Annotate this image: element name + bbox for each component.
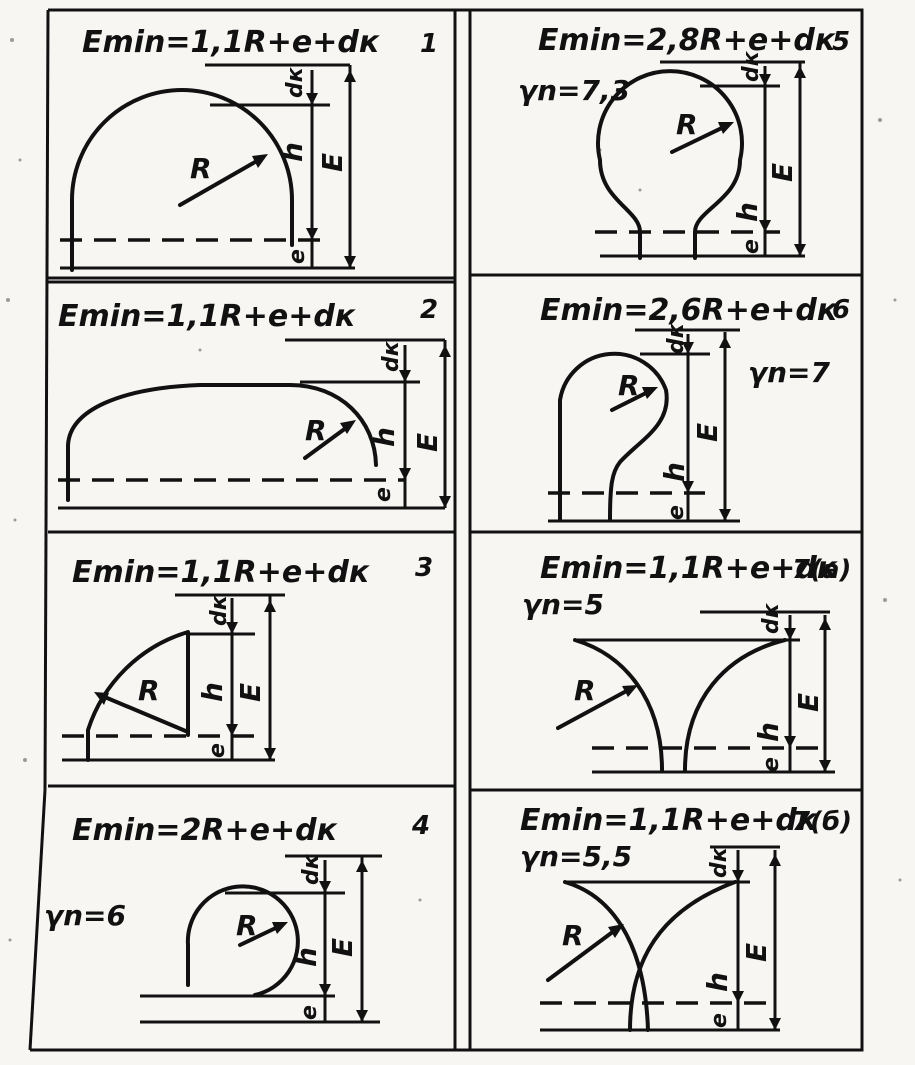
panel-5-E-label: E (766, 163, 799, 182)
panel-7a-gamma: γn=5 (522, 588, 604, 621)
panel-5-dk-label: dк (739, 50, 764, 82)
panel-6-E-label: E (691, 423, 724, 442)
panel-7a: Emin=1,1R+e+dк 7(а) γn=5 R h E dк e (522, 551, 851, 774)
panel-4-gamma: γn=6 (44, 899, 126, 932)
panel-4-formula: Emin=2R+e+dк (72, 813, 338, 848)
scan-noise (6, 38, 902, 942)
panel-6: Emin=2,6R+e+dк 6 γn=7 R h E dк e (540, 293, 850, 523)
panel-6-e-label: e (664, 505, 689, 520)
panel-7a-E-label: E (792, 693, 825, 712)
panel-1-radius-label: R (190, 152, 212, 185)
panel-3-dk-label: dк (207, 594, 232, 626)
panel-7b-radius-label: R (562, 919, 584, 952)
panel-7b-e-label: e (707, 1013, 732, 1028)
panel-7b-number: 7(б) (792, 807, 852, 837)
panel-1-E-label: E (316, 153, 349, 172)
panel-6-dk-label: dк (664, 322, 689, 354)
panel-4-e-label: e (297, 1005, 322, 1020)
panel-7a-e-label: e (759, 757, 784, 772)
panel-6-gamma: γn=7 (748, 356, 830, 389)
panel-7a-dk-label: dк (759, 602, 784, 634)
panel-2-dk-label: dк (379, 340, 404, 372)
panel-3-radius-label: R (138, 674, 160, 707)
panel-6-formula: Emin=2,6R+e+dк (540, 293, 838, 328)
panel-4-E-label: E (326, 938, 359, 957)
panel-7b-formula: Emin=1,1R+e+dк (520, 803, 818, 838)
panel-1: Emin=1,1R+e+dк 1 R h E dк e (60, 25, 438, 272)
panel-1-h-label: h (276, 142, 309, 162)
panel-6-radius-label: R (618, 369, 640, 402)
panel-3-h-label: h (196, 682, 229, 702)
panel-7a-number: 7(а) (792, 555, 851, 585)
panel-6-h-label: h (658, 462, 691, 482)
panel-3-formula: Emin=1,1R+e+dк (72, 555, 370, 590)
panel-2-number: 2 (420, 295, 438, 325)
panel-3-e-label: e (205, 743, 230, 758)
panel-7a-radius-label: R (574, 674, 596, 707)
panel-5-formula: Emin=2,8R+e+dк (538, 23, 836, 58)
panel-2: Emin=1,1R+e+dк 2 R h E dк e (58, 295, 451, 510)
panel-3-number: 3 (415, 553, 433, 583)
panel-2-h-label: h (368, 427, 401, 447)
panel-7b: Emin=1,1R+e+dк 7(б) γn=5,5 R h E dк e (520, 803, 852, 1032)
panel-3-E-label: E (234, 683, 267, 702)
panel-4-dk-label: dк (299, 853, 324, 885)
panel-5-number: 5 (832, 27, 850, 57)
panel-4-h-label: h (290, 947, 323, 967)
panel-7b-gamma: γn=5,5 (520, 840, 632, 873)
panel-4-number: 4 (411, 811, 430, 841)
panel-2-E-label: E (411, 433, 444, 452)
panel-1-formula: Emin=1,1R+e+dк (82, 25, 380, 60)
panel-2-e-label: e (371, 487, 396, 502)
panel-6-number: 6 (832, 295, 850, 325)
panel-5-e-label: e (739, 239, 764, 254)
panel-3: Emin=1,1R+e+dк 3 R h E dк e (62, 553, 433, 762)
panel-2-radius-label: R (305, 414, 327, 447)
panel-5-h-label: h (731, 202, 764, 222)
panel-7b-E-label: E (740, 943, 773, 962)
panel-7a-formula: Emin=1,1R+e+dк (540, 551, 838, 586)
panel-4-radius-label: R (236, 909, 258, 942)
panel-7b-h-label: h (701, 972, 734, 992)
panel-5-radius-label: R (676, 108, 698, 141)
panel-7b-dk-label: dк (707, 846, 732, 878)
panel-2-formula: Emin=1,1R+e+dк (58, 299, 356, 334)
panel-1-dk-label: dк (283, 66, 308, 98)
panel-1-number: 1 (420, 29, 438, 59)
panel-1-e-label: e (285, 249, 310, 264)
panel-7a-h-label: h (752, 722, 785, 742)
panel-4: Emin=2R+e+dк 4 γn=6 R h E dк e (44, 811, 430, 1024)
panel-5: Emin=2,8R+e+dк 5 γn=7,3 R h E dк e (518, 23, 850, 260)
table-frame (28, 8, 864, 1052)
